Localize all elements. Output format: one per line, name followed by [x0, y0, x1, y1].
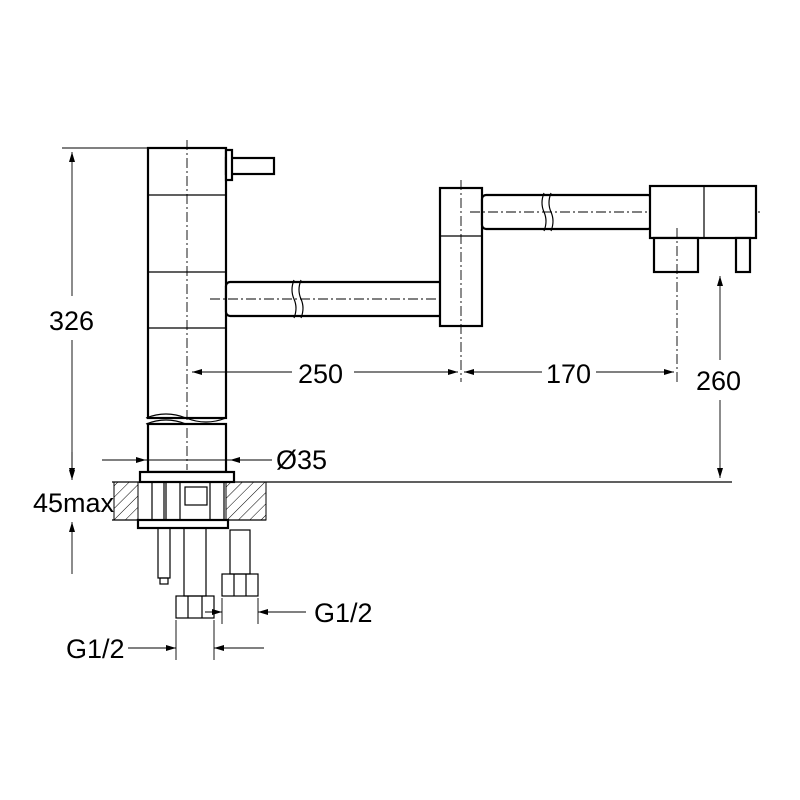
- counter-deck: [112, 470, 732, 530]
- label-body-diameter: Ø35: [276, 445, 327, 475]
- dimension-inlet-right: G1/2: [205, 598, 373, 628]
- dimension-spout-height: 260: [696, 276, 741, 478]
- dimension-deck-thickness: 45max: [33, 452, 115, 574]
- first-swivel-arm: [210, 279, 450, 319]
- dimension-height-total: 326: [49, 147, 148, 478]
- dimension-inlet-left: G1/2: [66, 620, 264, 664]
- label-inlet-right: G1/2: [314, 598, 373, 628]
- label-reach-second-arm: 170: [546, 359, 591, 389]
- spout-head: [648, 184, 758, 382]
- label-height-total: 326: [49, 306, 94, 336]
- label-spout-height: 260: [696, 366, 741, 396]
- supply-hoses: [157, 527, 259, 619]
- dimension-reach-second-arm: 170: [464, 359, 674, 389]
- label-reach-first-arm: 250: [298, 359, 343, 389]
- label-deck-thickness: 45max: [33, 488, 115, 518]
- elbow-joint: [438, 180, 484, 382]
- dimension-reach-first-arm: 250: [192, 359, 458, 389]
- label-inlet-left: G1/2: [66, 634, 125, 664]
- lever-handle: [224, 148, 276, 182]
- dimension-body-diameter: Ø35: [102, 445, 327, 475]
- faucet-body: [145, 140, 228, 474]
